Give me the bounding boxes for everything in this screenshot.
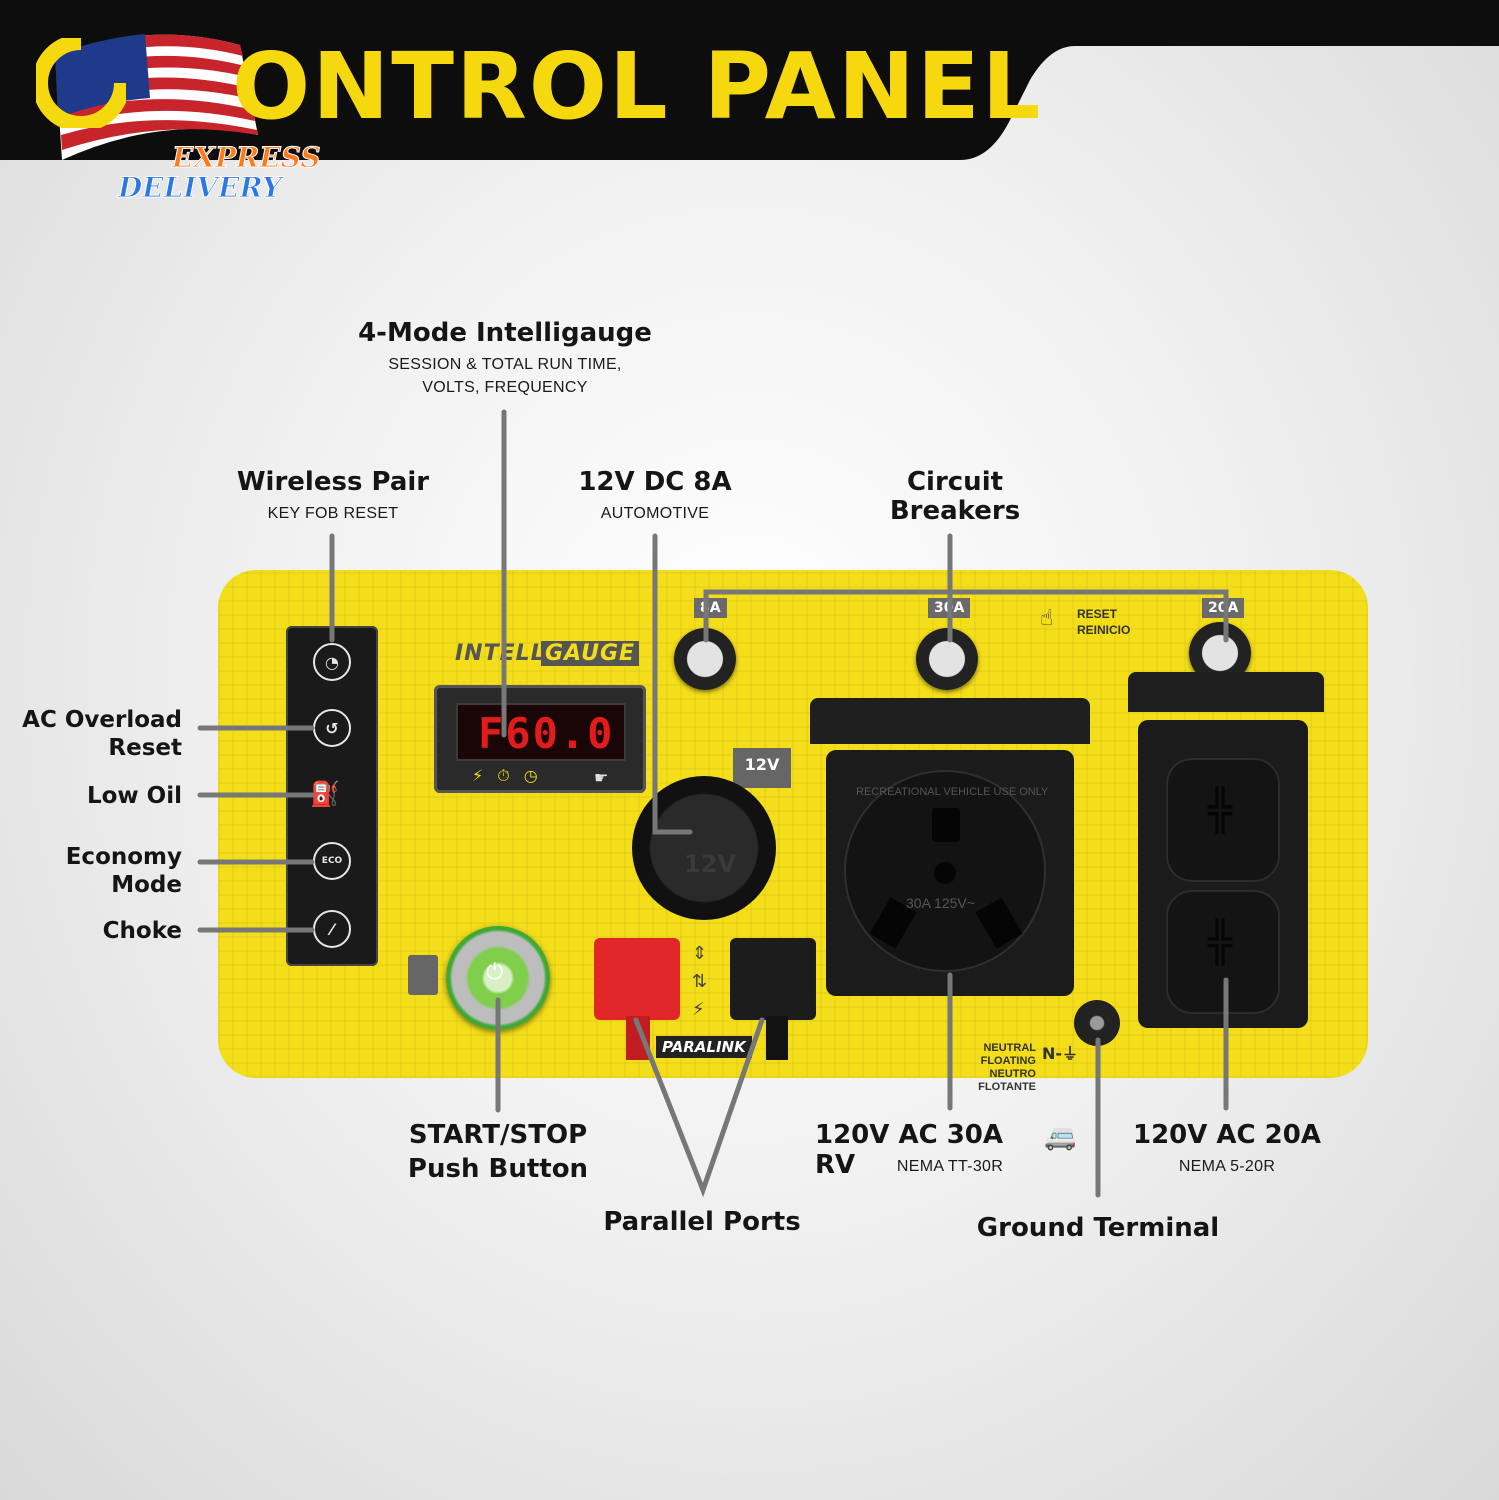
start-tag bbox=[408, 955, 438, 995]
eco-icon-label: ECO bbox=[321, 856, 343, 866]
breakers-title-1: Circuit bbox=[906, 467, 1004, 497]
ac20-title: 120V AC 20A bbox=[1132, 1120, 1321, 1150]
power-icon: ⏻ bbox=[486, 960, 504, 985]
rv-outlet-rating: 30A 125V~ bbox=[906, 895, 975, 911]
outlet-slots-icon: ╬ bbox=[1208, 788, 1233, 834]
neutral-floating-label: NEUTRAL FLOATING NEUTRO FLOTANTE bbox=[934, 1042, 1036, 1094]
reset-label-line1: RESET bbox=[1077, 607, 1118, 621]
rv-title: 120V AC 30A RV bbox=[815, 1120, 1004, 1180]
rv-ground-slot bbox=[932, 808, 960, 842]
ac-20a-outlet-bottom[interactable] bbox=[1168, 892, 1278, 1012]
start-label-1: START/STOP bbox=[408, 1120, 588, 1150]
neutral-label-line1: NEUTRAL FLOATING bbox=[980, 1042, 1036, 1067]
rv-round-slot bbox=[934, 862, 956, 884]
ac-outlet-cover[interactable] bbox=[1128, 672, 1324, 712]
paralink-logo: PARALINK bbox=[656, 1036, 752, 1058]
start-label-2: Push Button bbox=[407, 1154, 589, 1184]
wireless-subtitle: KEY FOB RESET bbox=[267, 505, 399, 522]
gauge-brand-text-2: GAUGE bbox=[541, 641, 640, 666]
express-badge-text: EXPRESS bbox=[172, 141, 322, 174]
rv-outlet-cover[interactable] bbox=[810, 698, 1090, 744]
ac-20a-outlet-top[interactable] bbox=[1168, 760, 1278, 880]
dc-subtitle: AUTOMOTIVE bbox=[600, 505, 710, 522]
breaker-label-20a: 20A bbox=[1202, 598, 1245, 618]
economy-label-1: Economy bbox=[65, 844, 182, 870]
rv-subtitle: NEMA TT-30R bbox=[896, 1158, 1004, 1175]
intelligauge-title: 4-Mode Intelligauge bbox=[358, 318, 652, 348]
oil-can-icon: ⛽ bbox=[310, 780, 340, 808]
wifi-icon[interactable]: ◔ bbox=[313, 643, 351, 681]
choke-label: Choke bbox=[102, 918, 182, 944]
overload-label-2: Reset bbox=[108, 735, 182, 761]
parallel-port-negative-stem bbox=[766, 1016, 788, 1060]
brand-logo-icon bbox=[36, 38, 126, 128]
outlet-slots-icon: ╬ bbox=[1208, 920, 1233, 966]
gauge-mode-button-icon[interactable]: ☛ bbox=[594, 768, 609, 787]
reset-label: RESET REINICIO bbox=[1077, 606, 1130, 638]
neutral-ground-symbol: N-⏚ bbox=[1042, 1044, 1079, 1063]
reset-label-line2: REINICIO bbox=[1077, 623, 1131, 637]
delivery-badge-text: DELIVERY bbox=[118, 171, 283, 204]
parallel-label: Parallel Ports bbox=[603, 1207, 801, 1237]
ac20-subtitle: NEMA 5-20R bbox=[1178, 1158, 1276, 1175]
economy-label-2: Mode bbox=[111, 872, 182, 898]
leader-parallel bbox=[633, 1017, 765, 1198]
ground-label: Ground Terminal bbox=[976, 1213, 1220, 1243]
dc-socket-cap-text: 12V bbox=[684, 850, 736, 878]
gauge-screen bbox=[456, 703, 626, 761]
rv-outlet-arc-text: RECREATIONAL VEHICLE USE ONLY bbox=[856, 786, 1049, 798]
overload-label-1: AC Overload bbox=[22, 707, 182, 733]
parallel-port-negative[interactable] bbox=[730, 938, 816, 1020]
neutral-label-line2: NEUTRO FLOTANTE bbox=[978, 1068, 1036, 1093]
dc-title: 12V DC 8A bbox=[578, 467, 732, 497]
wireless-title: Wireless Pair bbox=[236, 467, 430, 497]
reset-hand-icon: ☝ bbox=[1040, 606, 1054, 631]
gauge-mode-icons: ⚡⏱◷ bbox=[472, 766, 552, 785]
paralink-icons: ⇕⇅⚡ bbox=[692, 943, 708, 1020]
dc-voltage-tag: 12V bbox=[733, 748, 791, 788]
breaker-30a-button[interactable] bbox=[916, 628, 978, 690]
leader-breakers bbox=[703, 589, 1229, 643]
leader-dc bbox=[652, 533, 693, 835]
low-oil-label: Low Oil bbox=[86, 783, 182, 809]
breakers-title-2: Breakers bbox=[889, 496, 1021, 526]
intelligauge-subtitle-2: VOLTS, FREQUENCY bbox=[422, 379, 588, 396]
gauge-readout: F60.0 bbox=[478, 709, 615, 758]
page-title: ONTROL PANEL bbox=[232, 33, 1043, 140]
intelligauge-subtitle-1: SESSION & TOTAL RUN TIME, bbox=[388, 356, 622, 373]
rv-camper-icon: 🚐 bbox=[1044, 1122, 1077, 1152]
parallel-port-positive[interactable] bbox=[594, 938, 680, 1020]
